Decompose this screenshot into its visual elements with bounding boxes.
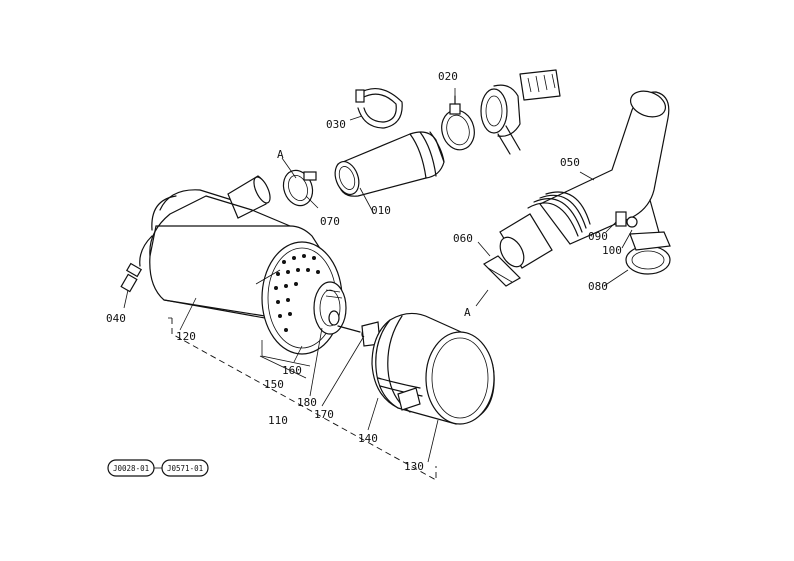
- sensor-040: [120, 235, 153, 293]
- code-2: J0571-01: [167, 464, 203, 473]
- pipe-050: [499, 90, 670, 269]
- wing-nut-170: [337, 321, 381, 347]
- clamp-020: [441, 95, 475, 151]
- cover-130: [371, 312, 495, 425]
- label-170: 170: [314, 408, 334, 421]
- label-100: 100: [602, 244, 622, 257]
- label-120: 120: [176, 330, 196, 343]
- perforations: [274, 254, 320, 332]
- label-180: 180: [297, 396, 317, 409]
- bolt-090: [615, 211, 638, 228]
- label-ref-a-top: A: [277, 148, 284, 161]
- clamp-070: [282, 169, 317, 207]
- clamp-030: [355, 87, 403, 129]
- part-labels: 010 020 030 040 050 060 070 080 090 100 …: [106, 70, 622, 473]
- label-080: 080: [588, 280, 608, 293]
- intake-stub: [480, 69, 561, 155]
- clamp-060: [483, 255, 521, 287]
- label-070: 070: [320, 215, 340, 228]
- label-ref-a-bottom: A: [464, 306, 471, 319]
- label-050: 050: [560, 156, 580, 169]
- label-130: 130: [404, 460, 424, 473]
- label-150: 150: [264, 378, 284, 391]
- label-030: 030: [326, 118, 346, 131]
- leader-lines: [123, 88, 633, 463]
- filter-body-120: [149, 175, 347, 355]
- label-110: 110: [268, 414, 288, 427]
- label-140: 140: [358, 432, 378, 445]
- assembly-bracket-110: [168, 317, 437, 481]
- reference-codes: J0028-01 J0571-01: [107, 459, 209, 477]
- code-1: J0028-01: [113, 464, 149, 473]
- label-040: 040: [106, 312, 126, 325]
- label-010: 010: [371, 204, 391, 217]
- label-160: 160: [282, 364, 302, 377]
- hose-010: [334, 131, 445, 197]
- label-090: 090: [588, 230, 608, 243]
- code-stamp-2: [161, 459, 209, 477]
- band-080: [625, 231, 671, 275]
- label-060: 060: [453, 232, 473, 245]
- label-020: 020: [438, 70, 458, 83]
